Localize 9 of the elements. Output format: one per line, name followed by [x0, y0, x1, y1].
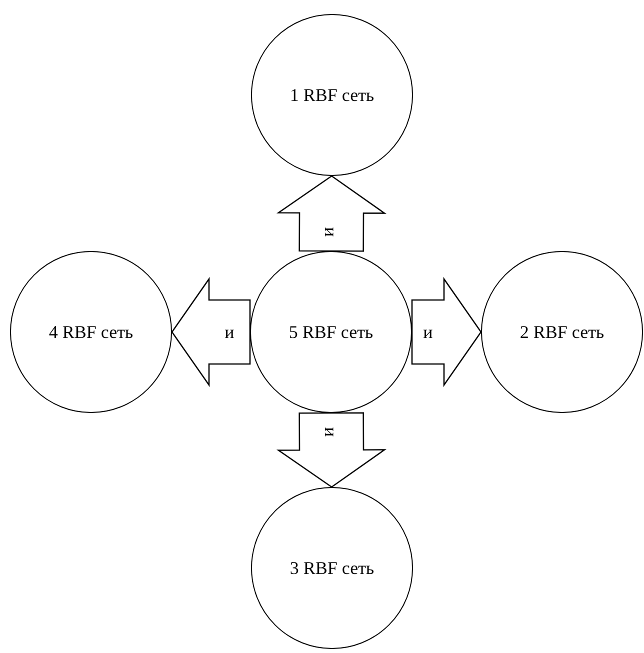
- node-label: 1 RBF сеть: [290, 84, 374, 106]
- node-label: 4 RBF сеть: [48, 322, 134, 342]
- block-arrow: [276, 175, 387, 252]
- node-label: 3 RBF сеть: [290, 558, 374, 578]
- node-label: 2 RBF сеть: [520, 322, 604, 342]
- block-arrow: [276, 412, 387, 488]
- block-arrow: [411, 276, 482, 388]
- block-arrow: [171, 276, 251, 388]
- node-label: 5 RBF сеть: [288, 322, 374, 342]
